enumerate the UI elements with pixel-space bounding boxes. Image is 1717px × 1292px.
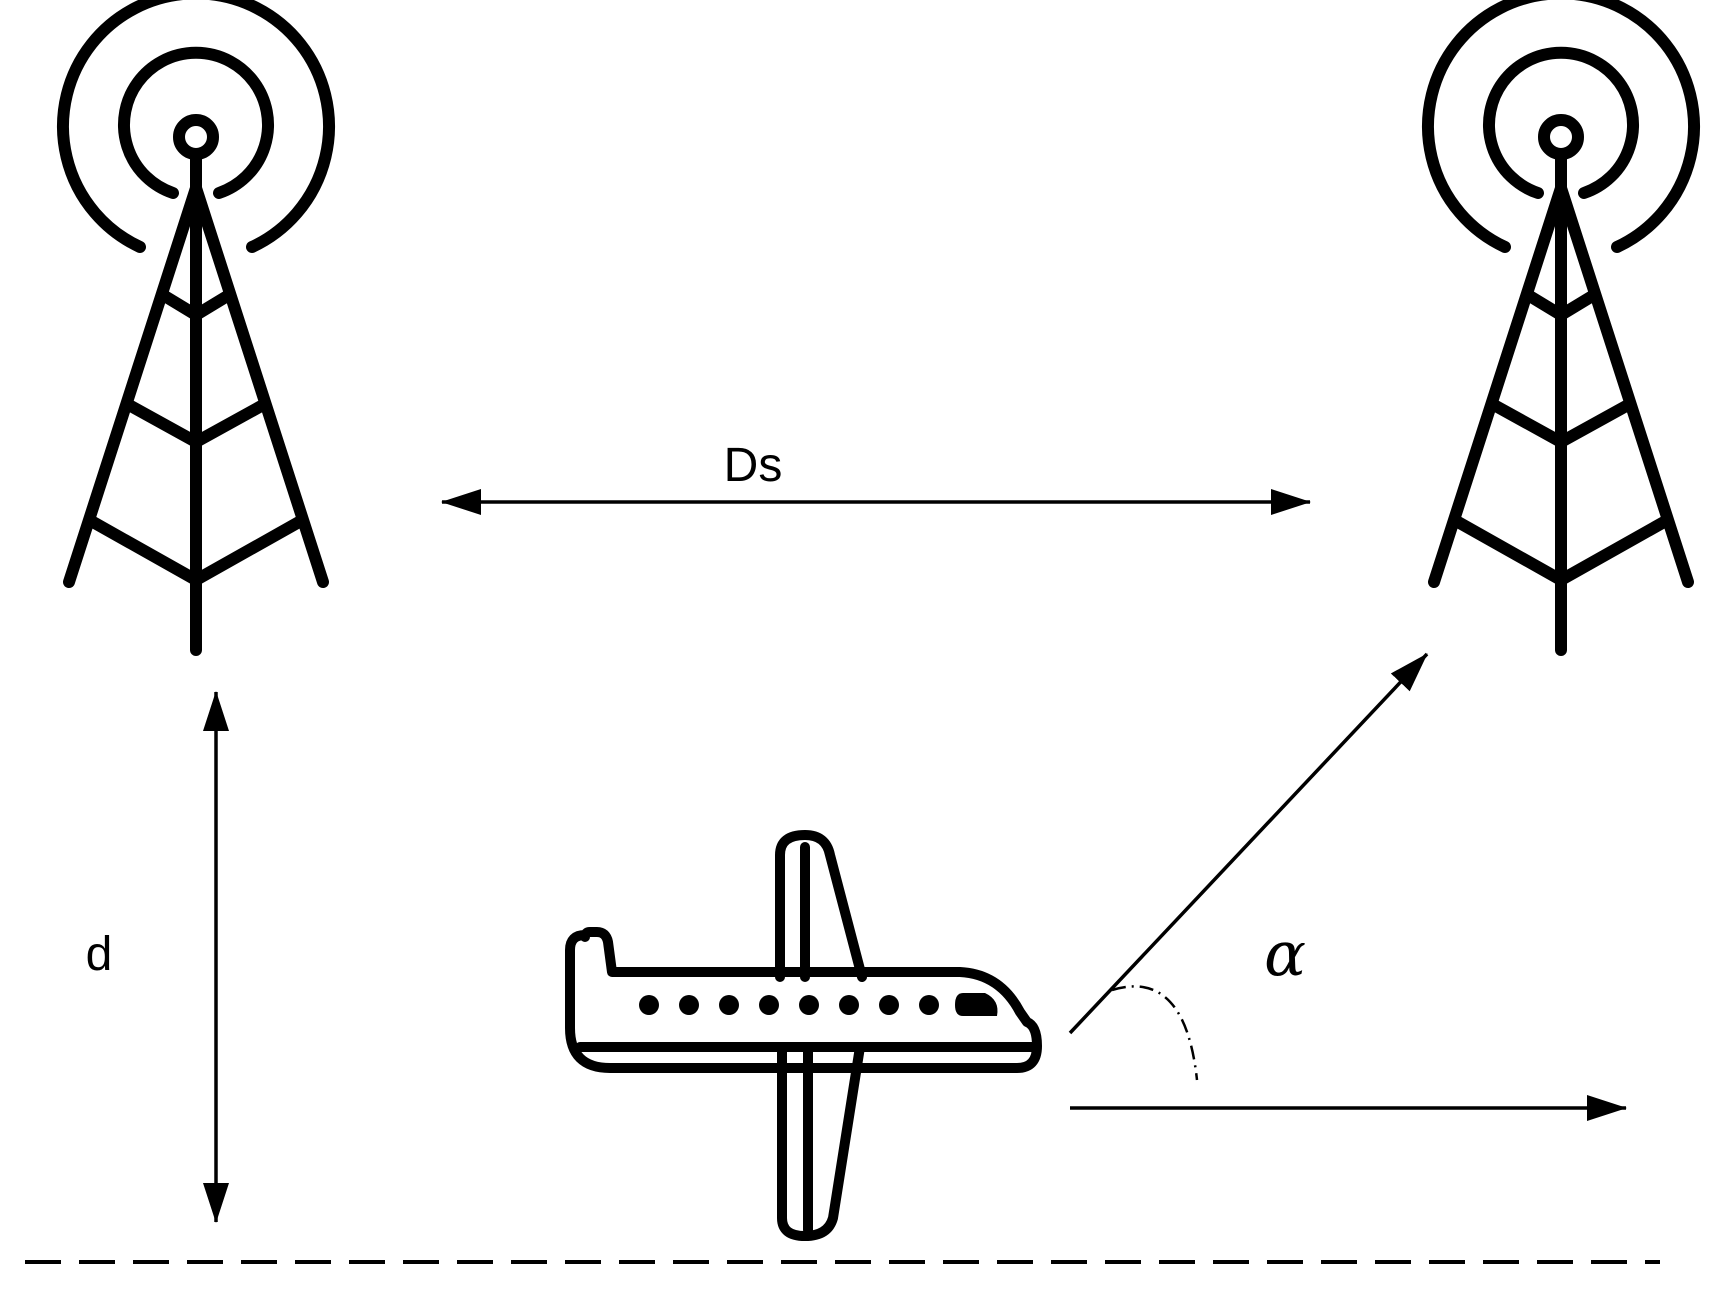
radio-tower-icon-left	[63, 0, 329, 650]
line-of-sight-arrow	[1068, 652, 1429, 1035]
airplane-icon	[565, 830, 1042, 1241]
d-label: d	[86, 928, 113, 981]
airplane-windows	[639, 993, 998, 1016]
alpha-label: α	[1264, 917, 1306, 990]
radio-tower-icon-right	[1428, 0, 1694, 650]
ds-label: Ds	[724, 439, 783, 492]
angle-arc	[1111, 985, 1199, 1081]
